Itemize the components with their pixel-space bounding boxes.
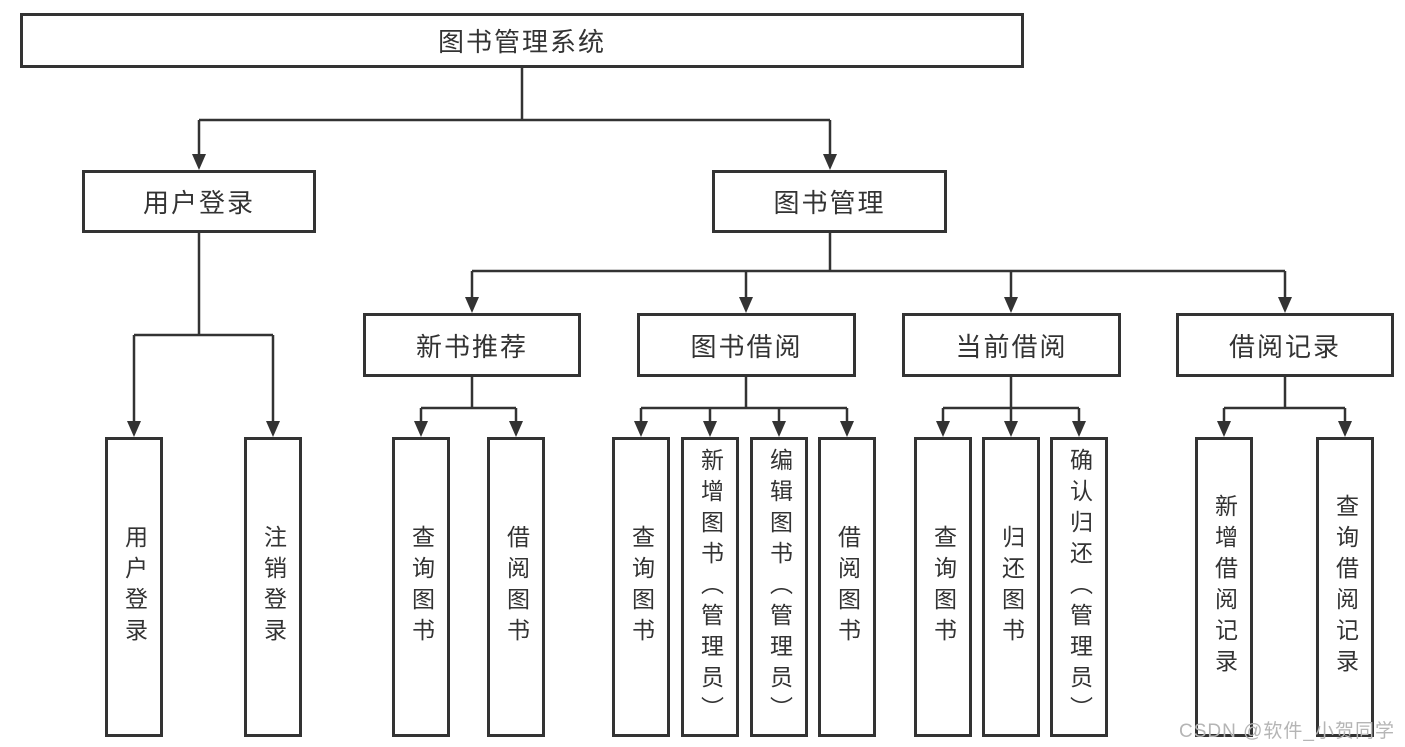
leaf-records-query-record: 查询借阅记录	[1316, 437, 1374, 737]
node-current-borrow: 当前借阅	[902, 313, 1121, 377]
leaf-borrow-borrow-books: 借阅图书	[818, 437, 876, 737]
leaf-recommend-query-books: 查询图书	[392, 437, 450, 737]
arrowheads	[127, 154, 1352, 437]
leaf-borrow-add-books-admin: 新增图书（管理员）	[681, 437, 739, 737]
leaf-borrow-edit-books-admin: 编辑图书（管理员）	[750, 437, 808, 737]
leaf-borrow-query-books: 查询图书	[612, 437, 670, 737]
leaf-records-add-record: 新增借阅记录	[1195, 437, 1253, 737]
node-new-book-recommend: 新书推荐	[363, 313, 581, 377]
node-book-borrow: 图书借阅	[637, 313, 856, 377]
node-root: 图书管理系统	[20, 13, 1024, 68]
leaf-current-return-books: 归还图书	[982, 437, 1040, 737]
leaf-current-confirm-return-admin: 确认归还（管理员）	[1050, 437, 1108, 737]
leaf-recommend-borrow-books: 借阅图书	[487, 437, 545, 737]
csdn-watermark: CSDN @软件_小贺同学	[1179, 721, 1395, 742]
leaf-logout: 注销登录	[244, 437, 302, 737]
node-borrow-records: 借阅记录	[1176, 313, 1394, 377]
node-user-login: 用户登录	[82, 170, 316, 233]
node-book-management: 图书管理	[712, 170, 947, 233]
leaf-user-login: 用户登录	[105, 437, 163, 737]
leaf-current-query-books: 查询图书	[914, 437, 972, 737]
